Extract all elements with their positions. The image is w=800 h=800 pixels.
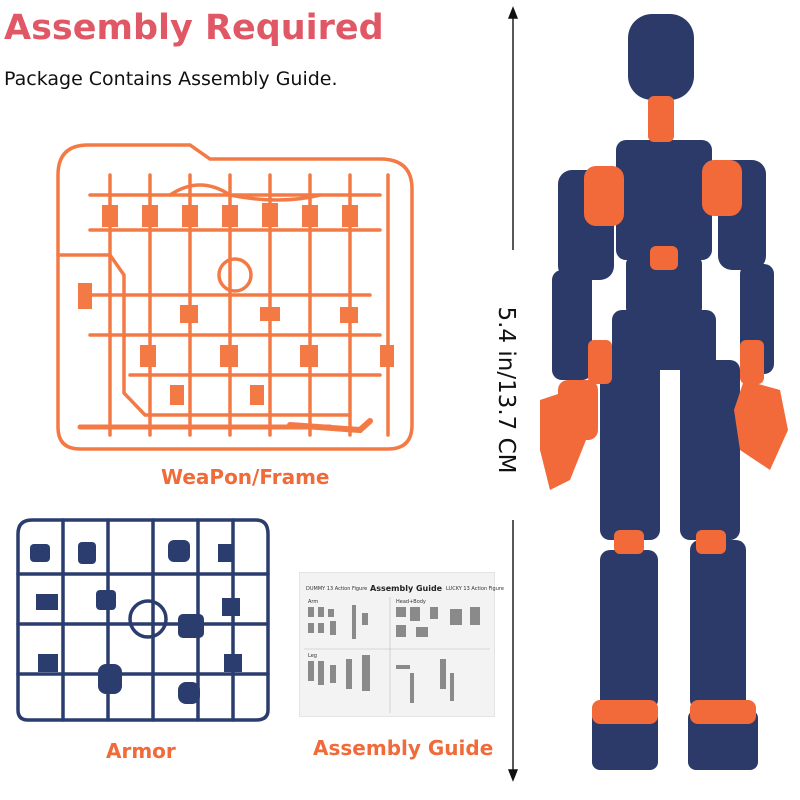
height-dimension-line (507, 6, 519, 782)
weapon-frame-caption: WeaPon/Frame (161, 465, 330, 489)
weapon-frame-sprue-image (56, 143, 414, 451)
page-subtitle: Package Contains Assembly Guide. (4, 68, 338, 90)
action-figure-image (540, 14, 788, 770)
guide-section-arm: Arm (308, 599, 319, 605)
guide-title: Assembly Guide (370, 584, 443, 593)
page-title: Assembly Required (4, 8, 384, 48)
guide-right-header: LUCKY 13 Action Figure (446, 586, 504, 592)
guide-section-leg: Leg (308, 653, 317, 659)
armor-caption: Armor (106, 739, 176, 763)
guide-section-head-body: Head+Body (396, 599, 426, 605)
armor-sprue-image (16, 518, 270, 722)
guide-diagrams (304, 597, 490, 713)
guide-left-header: DUMMY 13 Action Figure (306, 586, 368, 592)
assembly-guide-caption: Assembly Guide (313, 736, 494, 760)
height-dimension-label: 5.4 in/13.7 CM (493, 306, 519, 474)
assembly-guide-sheet: DUMMY 13 Action Figure Assembly Guide LU… (300, 573, 504, 716)
